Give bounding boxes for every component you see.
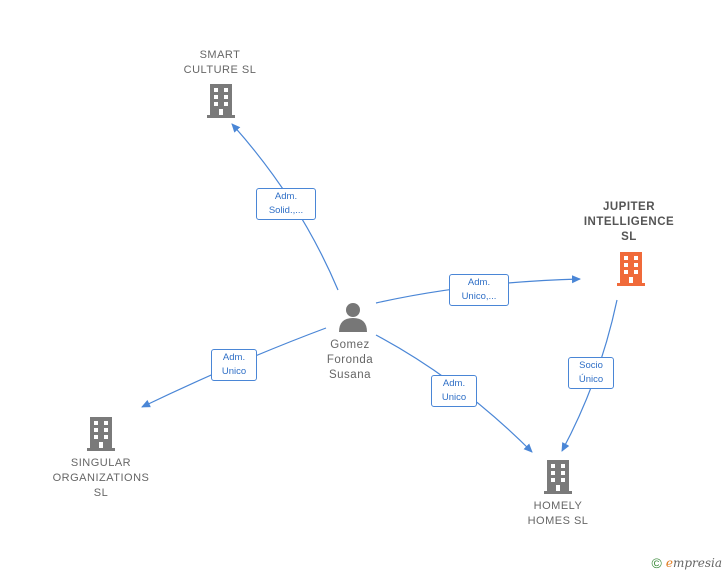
edge-label-to-homely: Adm. Unico [431, 375, 477, 407]
node-label-singular[interactable]: SINGULAR ORGANIZATIONS SL [52, 457, 150, 499]
edge-label-to-jupiter: Adm. Unico,... [449, 274, 509, 306]
person-icon[interactable] [339, 303, 367, 332]
building-icon-homely[interactable] [544, 460, 572, 494]
node-label-homely[interactable]: HOMELY HOMES SL [527, 500, 589, 527]
node-label-jupiter[interactable]: JUPITER INTELLIGENCE SL [583, 201, 675, 243]
edge-label-jupiter-homely: Socio Único [568, 357, 614, 389]
edge-label-to-smart: Adm. Solid.,... [256, 188, 316, 220]
building-icon-singular[interactable] [87, 417, 115, 451]
footer-brand: © empresia [652, 555, 723, 571]
edge-label-to-singular: Adm. Unico [211, 349, 257, 381]
node-label-smart-culture[interactable]: SMART CULTURE SL [183, 49, 257, 76]
copyright-icon: © [651, 555, 662, 571]
node-label-person[interactable]: Gomez Foronda Susana [326, 339, 374, 381]
building-icon-smart-culture[interactable] [207, 84, 235, 118]
brand-rest: mpresia [672, 556, 722, 570]
brand-logo: empresia [666, 556, 722, 570]
brand-first-letter: e [665, 556, 673, 570]
building-icon-jupiter[interactable] [617, 252, 645, 286]
